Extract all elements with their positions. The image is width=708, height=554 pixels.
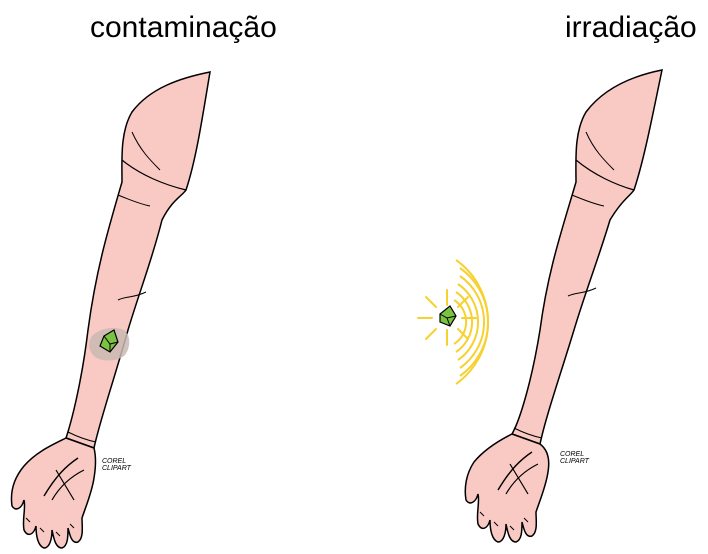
- left-upper-arm: [65, 71, 211, 449]
- right-upper-arm: [510, 69, 663, 445]
- watermark-left-line2: CLIPART: [102, 465, 131, 472]
- watermark-left-line1: COREL: [102, 458, 127, 465]
- left-hand: [10, 437, 97, 549]
- contamination-source-icon: [99, 329, 119, 353]
- left-arm-illustration: [10, 71, 211, 549]
- watermark-right-line1: COREL: [560, 451, 585, 458]
- watermark-right: COREL CLIPART: [560, 451, 589, 465]
- caption-irradiation: irradiação: [565, 11, 697, 44]
- right-arm-illustration: [464, 69, 663, 543]
- watermark-left: COREL CLIPART: [102, 458, 131, 472]
- right-hand: [464, 433, 550, 543]
- irradiation-source-icon: [417, 259, 490, 385]
- watermark-right-line2: CLIPART: [560, 458, 589, 465]
- caption-contamination: contaminação: [90, 11, 277, 44]
